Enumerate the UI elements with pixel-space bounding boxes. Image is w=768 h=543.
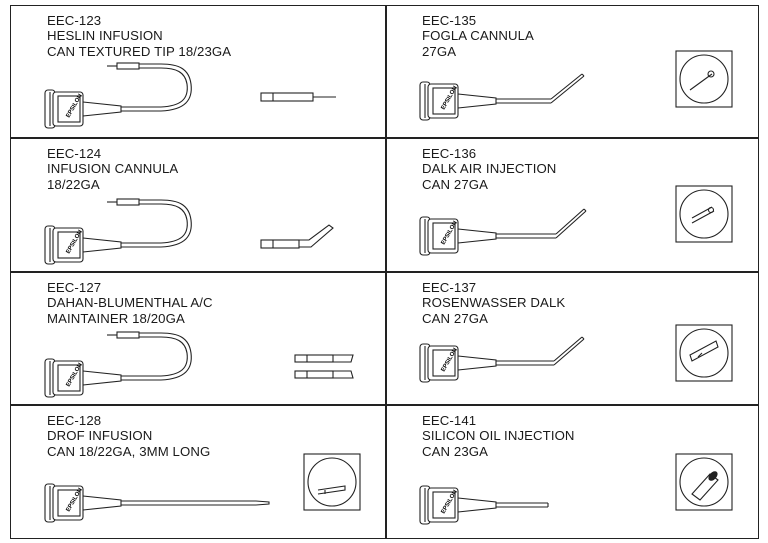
product-name: DALK AIR INJECTION <box>422 161 557 177</box>
product-spec: CAN 23GA <box>422 443 489 459</box>
cannula-illustration: EPSILON <box>44 453 361 523</box>
product-spec: CAN 27GA <box>422 310 489 326</box>
product-cell-eec-127: EEC-127 DAHAN-BLUMENTHAL A/C MAINTAINER … <box>11 273 385 406</box>
product-cell-eec-137: EEC-137 ROSENWASSER DALK CAN 27GA <box>386 273 760 406</box>
product-spec: CAN 18/22GA, 3MM LONG <box>47 443 211 459</box>
product-code: EEC-124 <box>47 146 102 161</box>
product-code: EEC-123 <box>47 13 102 28</box>
product-name: INFUSION CANNULA <box>47 161 179 177</box>
product-label: EEC-136 DALK AIR INJECTION CAN 27GA <box>422 146 556 192</box>
cannula-illustration: EPSILON <box>419 185 733 256</box>
product-name: DROF INFUSION <box>47 428 153 444</box>
cannula-illustration: EPSILON <box>44 62 336 129</box>
cannula-illustration: EPSILON <box>419 453 733 525</box>
product-code: EEC-137 <box>422 280 477 295</box>
cannula-illustration: EPSILON <box>419 50 733 121</box>
product-code: EEC-127 <box>47 280 102 295</box>
product-label: EEC-141 SILICON OIL INJECTION CAN 23GA <box>422 413 575 459</box>
product-cell-eec-124: EEC-124 INFUSION CANNULA 18/22GA <box>11 139 385 272</box>
product-name: HESLIN INFUSION <box>47 28 163 44</box>
product-code: EEC-128 <box>47 413 102 428</box>
product-cell-eec-141: EEC-141 SILICON OIL INJECTION CAN 23GA E… <box>386 406 760 539</box>
row-divider <box>11 271 758 273</box>
product-label: EEC-137 ROSENWASSER DALK CAN 27GA <box>422 280 565 326</box>
product-spec: MAINTAINER 18/20GA <box>47 310 185 326</box>
row-divider <box>11 137 758 139</box>
product-spec: 18/22GA <box>47 176 100 192</box>
product-name: DAHAN-BLUMENTHAL A/C <box>47 295 213 311</box>
product-label: EEC-127 DAHAN-BLUMENTHAL A/C MAINTAINER … <box>47 280 213 326</box>
product-cell-eec-128: EEC-128 DROF INFUSION CAN 18/22GA, 3MM L… <box>11 406 385 539</box>
product-code: EEC-136 <box>422 146 477 161</box>
product-cell-eec-136: EEC-136 DALK AIR INJECTION CAN 27GA <box>386 139 760 272</box>
product-name: FOGLA CANNULA <box>422 28 534 44</box>
cannula-illustration: EPSILON <box>44 198 334 265</box>
product-name: ROSENWASSER DALK <box>422 295 566 311</box>
product-spec: CAN 27GA <box>422 176 489 192</box>
product-cell-eec-135: EEC-135 FOGLA CANNULA 27GA <box>386 6 760 139</box>
cannula-illustration: EPSILON <box>44 331 354 398</box>
product-code: EEC-135 <box>422 13 477 28</box>
cannula-illustration: EPSILON <box>419 324 733 383</box>
product-label: EEC-135 FOGLA CANNULA 27GA <box>422 13 534 59</box>
product-label: EEC-124 INFUSION CANNULA 18/22GA <box>47 146 178 192</box>
product-code: EEC-141 <box>422 413 477 428</box>
product-spec: 27GA <box>422 43 457 59</box>
catalog-sheet: EEC-123 HESLIN INFUSION CAN TEXTURED TIP… <box>10 5 759 539</box>
product-spec: CAN TEXTURED TIP 18/23GA <box>47 43 232 59</box>
product-label: EEC-128 DROF INFUSION CAN 18/22GA, 3MM L… <box>47 413 210 459</box>
product-cell-eec-123: EEC-123 HESLIN INFUSION CAN TEXTURED TIP… <box>11 6 385 139</box>
product-name: SILICON OIL INJECTION <box>422 428 575 444</box>
row-divider <box>11 404 758 406</box>
product-label: EEC-123 HESLIN INFUSION CAN TEXTURED TIP… <box>47 13 231 59</box>
